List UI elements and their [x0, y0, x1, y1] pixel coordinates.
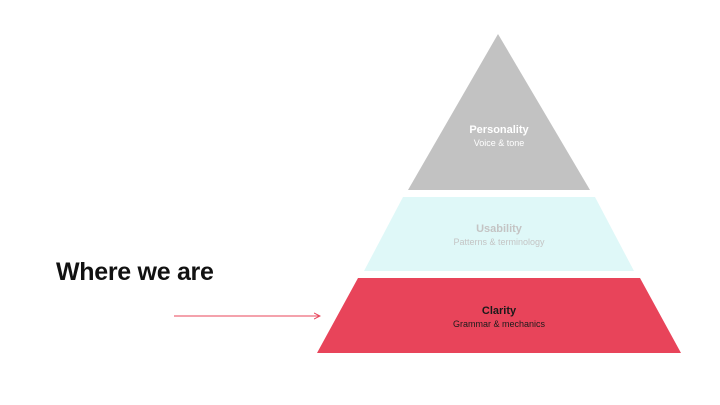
tier-personality-shape — [408, 34, 590, 190]
tier-personality-subtitle: Voice & tone — [474, 138, 525, 148]
slide-heading: Where we are — [56, 258, 214, 286]
tier-clarity-subtitle: Grammar & mechanics — [453, 319, 546, 329]
tier-personality-title: Personality — [469, 124, 529, 136]
tier-usability-shape — [364, 197, 634, 271]
tier-usability-title: Usability — [476, 223, 523, 235]
tier-clarity-title: Clarity — [482, 305, 517, 317]
tier-usability-subtitle: Patterns & terminology — [453, 237, 545, 247]
tier-clarity-shape — [317, 278, 681, 353]
